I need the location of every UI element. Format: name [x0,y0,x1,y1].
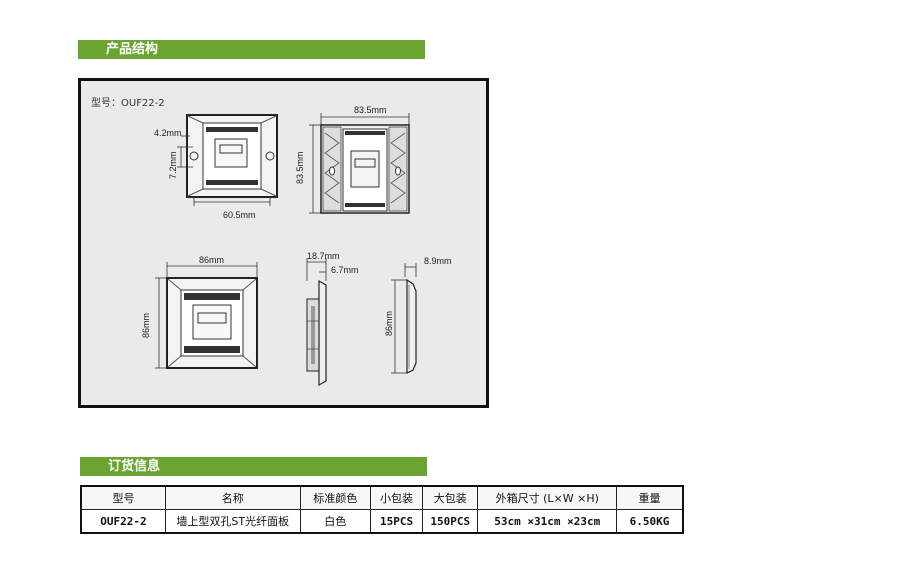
dim-60-5: 60.5mm [223,210,256,220]
section-title-order-text: 订货信息 [108,459,161,474]
section-title-structure-text: 产品结构 [106,42,159,57]
cell-large-pack: 150PCS [422,509,479,534]
dim-7-2: 7.2mm [168,151,178,179]
header-model: 型号 [80,485,166,510]
cell-model: OUF22-2 [80,509,166,534]
dim-6-7: 6.7mm [331,265,359,275]
cell-name: 墙上型双孔ST光纤面板 [164,509,301,534]
inner-view: 4.2mm 7.2mm 60.5mm [154,114,278,220]
header-weight: 重量 [616,485,684,510]
header-color: 标准颜色 [299,485,371,510]
front-view: 86mm 86mm [141,255,258,369]
dim-83-5-width: 83.5mm [354,105,387,115]
cell-carton-size: 53cm ×31cm ×23cm [477,509,618,534]
profile-view: 8.9mm 86mm [384,256,452,374]
dim-18-7: 18.7mm [307,251,340,261]
technical-drawing: 型号：OUF22-2 4.2mm 7.2mm 60.5mm [91,96,452,387]
order-info-table: 型号 名称 标准颜色 小包装 大包装 外箱尺寸 (L×W ×H) 重量 OUF2… [80,485,684,534]
cell-color: 白色 [299,509,371,534]
section-title-structure: 产品结构 [78,40,425,59]
cell-small-pack: 15PCS [369,509,424,534]
product-drawing: 型号：OUF22-2 4.2mm 7.2mm 60.5mm [78,78,489,408]
dim-86-height: 86mm [141,313,151,338]
section-title-order: 订货信息 [80,457,427,476]
model-label: 型号：OUF22-2 [91,96,165,109]
back-view: 83.5mm 83.5mm [295,105,410,214]
header-large-pack: 大包装 [422,485,479,510]
side-view: 18.7mm 6.7mm [306,251,359,387]
header-small-pack: 小包装 [369,485,424,510]
dim-4-2: 4.2mm [154,128,182,138]
dim-83-5-height: 83.5mm [295,151,305,184]
table-header-row: 型号 名称 标准颜色 小包装 大包装 外箱尺寸 (L×W ×H) 重量 [80,485,684,510]
dim-86-side: 86mm [384,311,394,336]
cell-weight: 6.50KG [616,509,684,534]
header-name: 名称 [164,485,301,510]
dim-86-width: 86mm [199,255,224,265]
dim-8-9: 8.9mm [424,256,452,266]
header-carton-size: 外箱尺寸 (L×W ×H) [477,485,618,510]
table-row: OUF22-2 墙上型双孔ST光纤面板 白色 15PCS 150PCS 53cm… [80,509,684,534]
